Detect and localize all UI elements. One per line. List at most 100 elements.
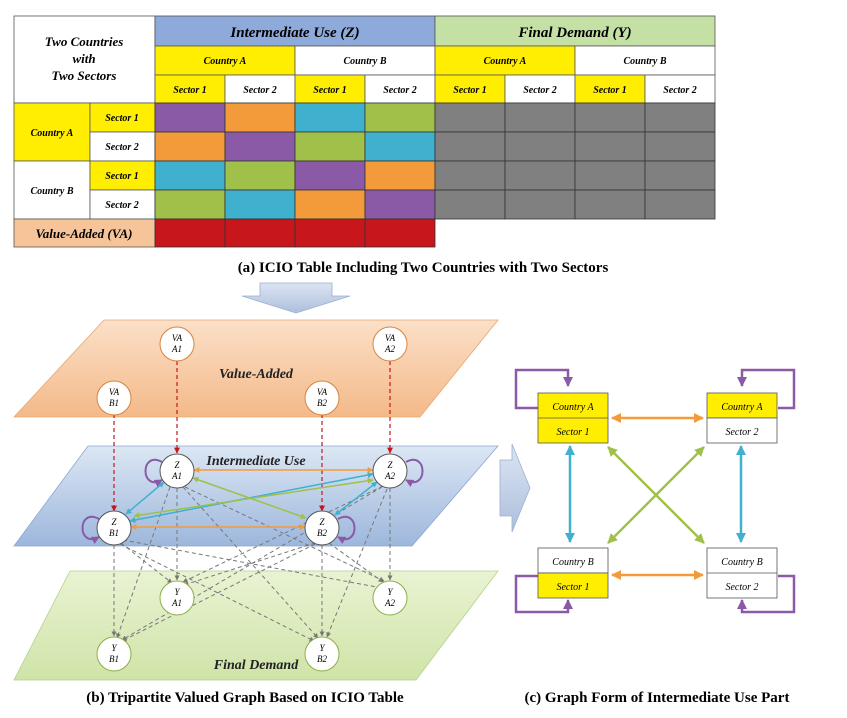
sector-header-label: Sector 2	[383, 85, 417, 96]
z-a1-z-b2-edge	[192, 476, 307, 520]
tripartite-graph: Value-Added Intermediate Use Final Deman…	[13, 319, 499, 681]
down-arrow-icon	[241, 282, 351, 314]
node-y-a1: Y A1	[159, 580, 195, 616]
c-node-a2-sector: Sector 2	[725, 427, 758, 438]
z-a1-y-b2-edge	[182, 486, 319, 639]
node-va-b1-top: VA	[109, 387, 120, 397]
sector-header-cell	[294, 74, 366, 104]
node-y-a2-top: Y	[387, 587, 393, 597]
node-y-b2-bottom: B2	[317, 654, 327, 664]
node-z-a1: Z A1	[159, 453, 195, 489]
row-sector-label: Sector 2	[105, 200, 139, 211]
intermediate-plane-label: Intermediate Use	[205, 454, 305, 469]
y-cell	[434, 189, 506, 220]
node-y-b1-top: Y	[111, 643, 117, 653]
c-node-a1-sector: Sector 1	[556, 427, 589, 438]
node-y-a1-top: Y	[174, 587, 180, 597]
y-cell	[574, 160, 646, 191]
z-b2-y-a1-edge	[183, 542, 316, 587]
z-cell	[224, 131, 296, 162]
sector-header-label: Sector 1	[593, 85, 627, 96]
node-va-a1-bottom: A1	[171, 344, 182, 354]
row-sector-label: Sector 1	[105, 171, 139, 182]
z-cell	[154, 131, 226, 162]
node-z-a1-bottom: A1	[171, 471, 182, 481]
z-cell	[294, 189, 366, 220]
y-cell	[434, 131, 506, 162]
sector-header-label: Sector 2	[523, 85, 557, 96]
intermediate-use-header	[154, 15, 436, 47]
c-node-a1: Country A Sector 1	[537, 392, 609, 444]
node-z-b1-bottom: B1	[109, 528, 119, 538]
z-country-a-label: Country A	[204, 56, 247, 67]
y-cell	[574, 189, 646, 220]
y-cell	[644, 131, 716, 162]
sector-header-label: Sector 2	[663, 85, 697, 96]
y-country-a-label: Country A	[484, 56, 527, 67]
z-cell	[154, 102, 226, 133]
sector-header-cell	[434, 74, 506, 104]
z-b2-self-loop	[337, 515, 356, 544]
y-cell	[434, 160, 506, 191]
node-y-a2: Y A2	[372, 580, 408, 616]
header-left-line3: Two Sectors	[52, 68, 117, 83]
z-cell	[154, 189, 226, 220]
z-b1-y-a1-edge	[120, 542, 173, 584]
row-value-added	[13, 218, 156, 248]
z-a1-self-loop	[144, 458, 163, 487]
z-cell	[224, 102, 296, 133]
y-cell	[644, 160, 716, 191]
row-sector-cell	[89, 102, 156, 133]
c-a1-self-loop	[514, 368, 573, 410]
node-z-a2-top: Z	[387, 460, 393, 470]
node-z-b2-bottom: B2	[317, 528, 327, 538]
icio-table: Two Countries with Two Sectors Intermedi…	[13, 15, 716, 248]
z-b2-y-b1-edge	[121, 543, 316, 642]
z-cell	[224, 189, 296, 220]
caption-a: (a) ICIO Table Including Two Countries w…	[238, 260, 609, 276]
y-cell	[504, 102, 576, 133]
node-z-b1: Z B1	[96, 510, 132, 546]
node-va-a2-top: VA	[385, 333, 396, 343]
row-sector-label: Sector 2	[105, 142, 139, 153]
caption-c: (c) Graph Form of Intermediate Use Part	[525, 690, 790, 706]
z-a1-y-b1-edge	[116, 486, 171, 639]
z-cell	[364, 189, 436, 220]
row-value-added-label: Value-Added (VA)	[36, 226, 133, 241]
table-body	[154, 102, 716, 248]
node-va-a2: VA A2	[372, 326, 408, 362]
z-cell	[364, 102, 436, 133]
c-node-b1: Country B Sector 1	[537, 547, 609, 599]
c-a2-self-loop	[737, 368, 796, 410]
c-a2-b1-edge	[607, 446, 705, 544]
row-country-a-label: Country A	[31, 128, 74, 139]
node-y-a1-bottom: A1	[171, 598, 182, 608]
y-cell	[434, 102, 506, 133]
row-country-b-label: Country B	[30, 186, 73, 197]
node-y-b2: Y B2	[304, 636, 340, 672]
y-cell	[574, 102, 646, 133]
va-cell	[154, 218, 226, 248]
node-va-a1: VA A1	[159, 326, 195, 362]
caption-b: (b) Tripartite Valued Graph Based on ICI…	[86, 690, 404, 706]
intermediate-use-graph: Country A Sector 1 Country A Sector 2 Co…	[514, 368, 796, 614]
node-va-b2: VA B2	[304, 380, 340, 416]
z-cell	[154, 160, 226, 191]
node-z-a2: Z A2	[372, 453, 408, 489]
node-va-a2-bottom: A2	[384, 344, 395, 354]
va-cell	[294, 218, 366, 248]
z-a2-self-loop	[405, 458, 424, 487]
c-node-b2-country: Country B	[721, 557, 762, 568]
z-b1-self-loop	[81, 515, 100, 544]
node-y-b1-bottom: B1	[109, 654, 119, 664]
node-y-b2-top: Y	[319, 643, 325, 653]
node-z-b2: Z B2	[304, 510, 340, 546]
node-y-b1: Y B1	[96, 636, 132, 672]
node-z-b2-top: Z	[319, 517, 325, 527]
c-node-a2-country: Country A	[721, 402, 763, 413]
y-country-b-label: Country B	[623, 56, 666, 67]
va-cell	[364, 218, 436, 248]
z-country-b-label: Country B	[343, 56, 386, 67]
c-node-b2: Country B Sector 2	[706, 547, 778, 599]
final-demand-plane-label: Final Demand	[213, 658, 299, 673]
